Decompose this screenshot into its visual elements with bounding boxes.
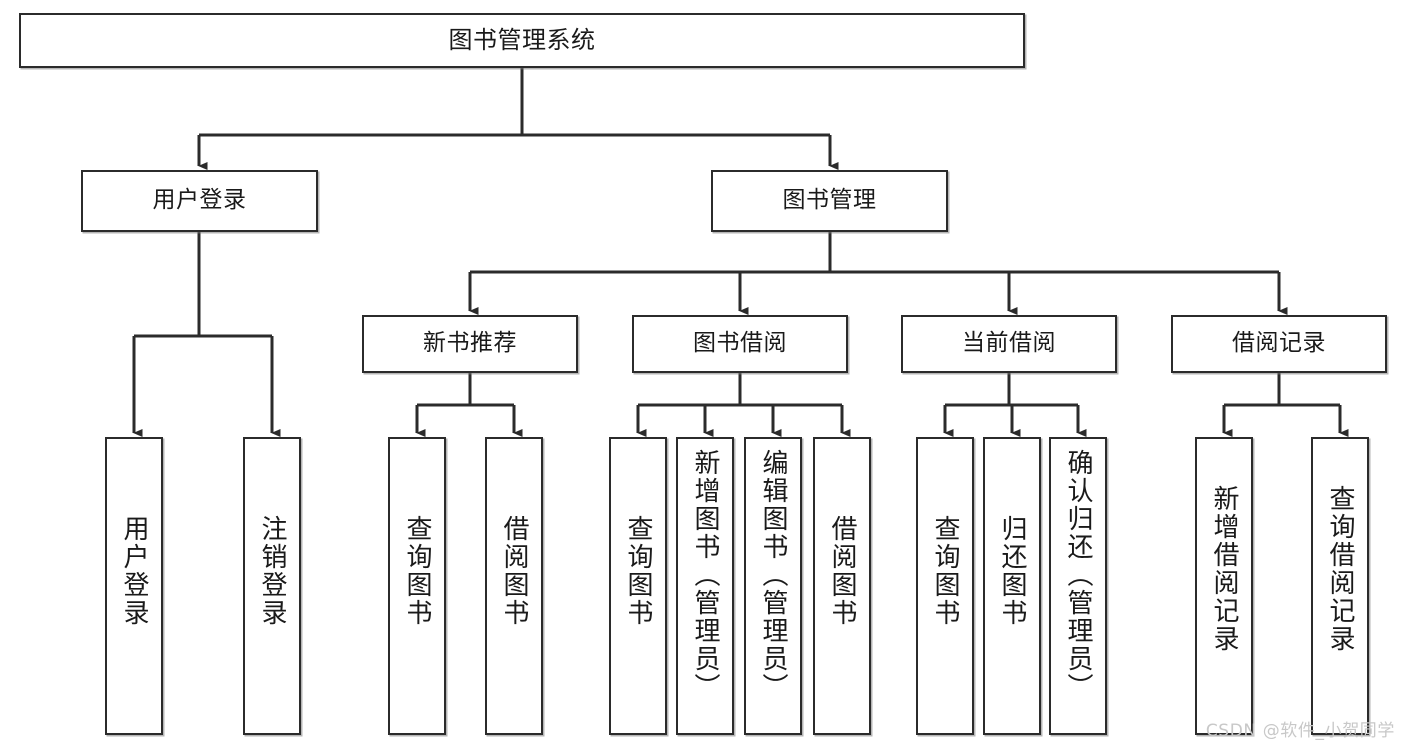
node-leaf-add-book-admin-label: 新增图书（管理员）	[690, 449, 720, 701]
node-leaf-edit-book-admin[interactable]: 编辑图书（管理员）	[744, 437, 802, 735]
node-book-borrow-label: 图书借阅	[693, 330, 787, 357]
node-leaf-user-login-label: 用户登录	[119, 515, 149, 627]
node-leaf-borrow-book-newbook-label: 借阅图书	[499, 515, 529, 627]
node-book-borrow[interactable]: 图书借阅	[632, 315, 848, 373]
node-leaf-borrow-book-borrow-label: 借阅图书	[827, 515, 857, 627]
node-leaf-query-book-current[interactable]: 查询图书	[916, 437, 974, 735]
node-current-borrow-label: 当前借阅	[962, 330, 1056, 357]
node-book-management[interactable]: 图书管理	[711, 170, 948, 232]
node-leaf-logout-label: 注销登录	[257, 515, 287, 627]
node-root-label: 图书管理系统	[448, 26, 596, 55]
node-borrow-records-label: 借阅记录	[1232, 330, 1326, 357]
node-leaf-add-book-admin[interactable]: 新增图书（管理员）	[676, 437, 734, 735]
node-leaf-confirm-return-admin[interactable]: 确认归还（管理员）	[1049, 437, 1107, 735]
node-leaf-add-borrow-record-label: 新增借阅记录	[1209, 485, 1239, 653]
node-leaf-query-book-newbook[interactable]: 查询图书	[388, 437, 446, 735]
node-leaf-edit-book-admin-label: 编辑图书（管理员）	[758, 449, 788, 701]
node-borrow-records[interactable]: 借阅记录	[1171, 315, 1387, 373]
node-leaf-query-book-borrow-label: 查询图书	[623, 515, 653, 627]
node-leaf-query-borrow-record[interactable]: 查询借阅记录	[1311, 437, 1369, 735]
node-leaf-confirm-return-admin-label: 确认归还（管理员）	[1063, 449, 1093, 701]
node-user-login[interactable]: 用户登录	[81, 170, 318, 232]
node-leaf-query-book-borrow[interactable]: 查询图书	[609, 437, 667, 735]
node-current-borrow[interactable]: 当前借阅	[901, 315, 1117, 373]
node-leaf-user-login[interactable]: 用户登录	[105, 437, 163, 735]
node-leaf-borrow-book-newbook[interactable]: 借阅图书	[485, 437, 543, 735]
node-leaf-add-borrow-record[interactable]: 新增借阅记录	[1195, 437, 1253, 735]
node-leaf-return-book-label: 归还图书	[997, 515, 1027, 627]
node-leaf-logout[interactable]: 注销登录	[243, 437, 301, 735]
node-new-book-recommend-label: 新书推荐	[423, 330, 517, 357]
node-book-management-label: 图书管理	[782, 187, 877, 214]
node-leaf-return-book[interactable]: 归还图书	[983, 437, 1041, 735]
node-leaf-query-borrow-record-label: 查询借阅记录	[1325, 485, 1355, 653]
node-leaf-query-book-newbook-label: 查询图书	[402, 515, 432, 627]
node-root[interactable]: 图书管理系统	[19, 13, 1025, 68]
node-new-book-recommend[interactable]: 新书推荐	[362, 315, 578, 373]
node-leaf-query-book-current-label: 查询图书	[930, 515, 960, 627]
node-user-login-label: 用户登录	[152, 187, 247, 214]
node-leaf-borrow-book-borrow[interactable]: 借阅图书	[813, 437, 871, 735]
csdn-watermark: CSDN @软件_小贺同学	[1205, 721, 1395, 741]
